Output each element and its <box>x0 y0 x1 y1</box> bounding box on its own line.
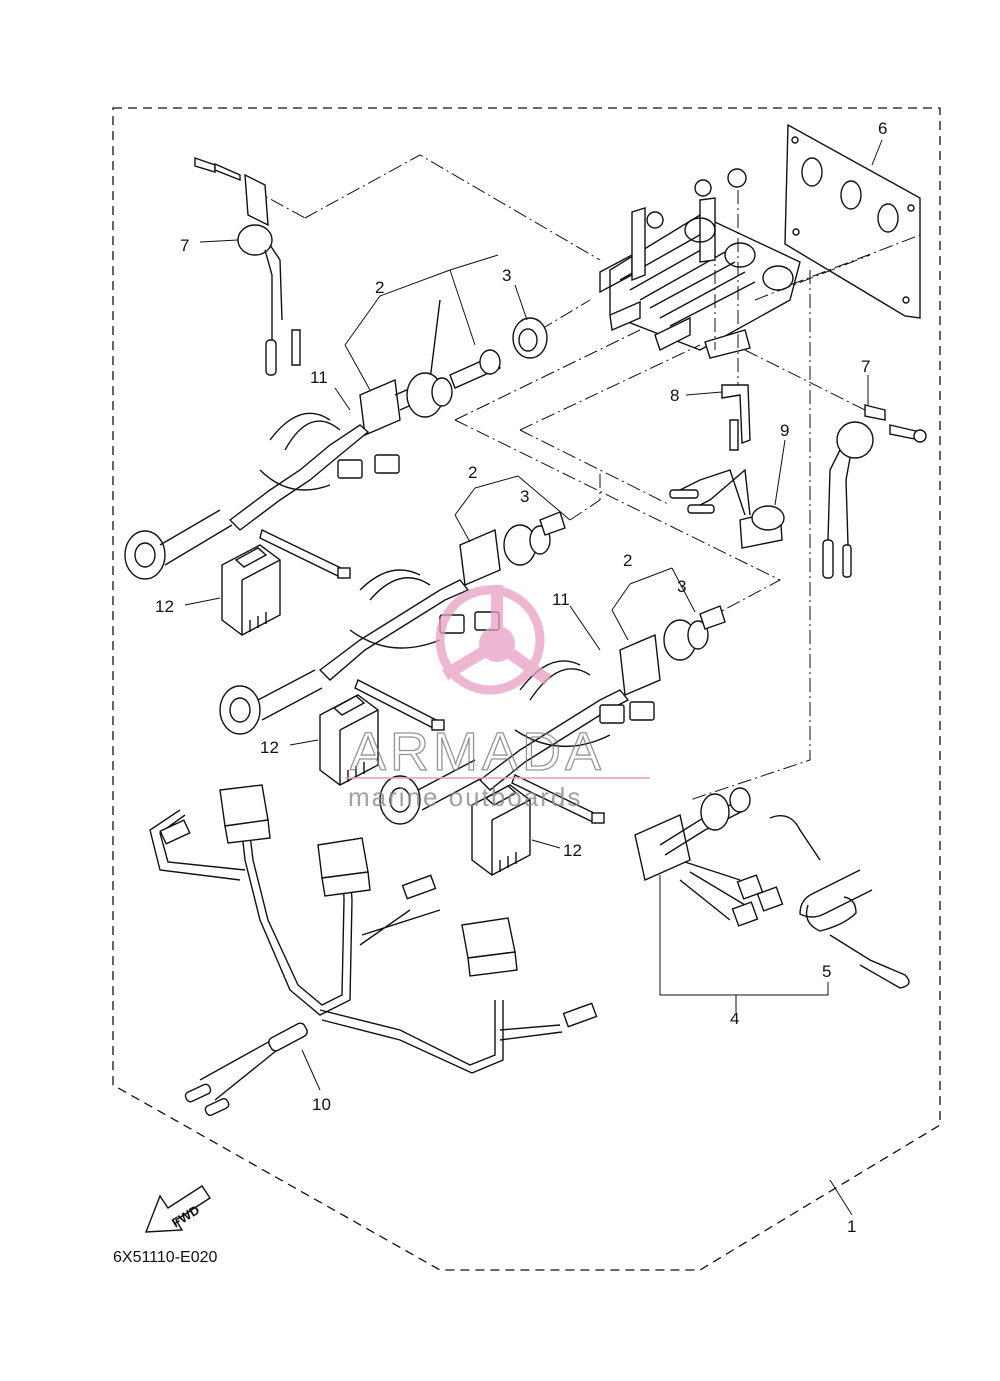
sensor-right <box>822 404 927 579</box>
callout-11: 11 <box>552 590 570 609</box>
kit-boundary <box>112 107 941 1271</box>
panel-plate <box>784 123 921 319</box>
callout-1: 1 <box>847 1217 856 1236</box>
fwd-arrow-icon: FWD <box>144 1185 211 1233</box>
lanyard-cord <box>769 815 910 989</box>
callout-11: 11 <box>310 368 328 387</box>
diagram-code: 6X51110-E020 <box>113 1249 217 1266</box>
callout-3: 3 <box>502 266 511 285</box>
sensor-left <box>194 157 301 376</box>
stop-switch-harness <box>634 787 784 927</box>
callout-7: 7 <box>861 357 870 376</box>
clip-part <box>721 384 751 451</box>
armada-logo <box>435 585 552 695</box>
mounting-bracket <box>599 168 801 359</box>
callout-2: 2 <box>375 278 384 297</box>
callout-7: 7 <box>180 236 189 255</box>
callout-3: 3 <box>677 577 686 596</box>
callout-12: 12 <box>260 738 279 757</box>
switch-assembly-2 <box>219 511 566 735</box>
buzzer-part <box>669 468 785 549</box>
callout-9: 9 <box>780 421 789 440</box>
callout-8: 8 <box>670 386 679 405</box>
callout-3: 3 <box>520 487 529 506</box>
relay-3 <box>471 784 531 876</box>
callout-6: 6 <box>878 119 887 138</box>
callout-2: 2 <box>468 463 477 482</box>
callout-5: 5 <box>822 962 831 981</box>
callout-12: 12 <box>155 597 174 616</box>
watermark-tagline: marine outboards <box>348 782 582 812</box>
switch-assembly-3 <box>379 605 726 825</box>
wiring-harness <box>149 784 598 1116</box>
cable-tie-1 <box>259 528 351 579</box>
callout-10: 10 <box>312 1095 331 1114</box>
relay-2 <box>319 694 379 786</box>
callout-12: 12 <box>563 841 582 860</box>
watermark-brand: ARMADA <box>350 722 605 782</box>
switch-assembly-1 <box>124 299 548 580</box>
callout-2: 2 <box>623 551 632 570</box>
cable-tie-2 <box>354 679 445 731</box>
callout-4: 4 <box>730 1009 739 1028</box>
cable-tie-3 <box>511 774 605 824</box>
relay-1 <box>221 544 281 636</box>
